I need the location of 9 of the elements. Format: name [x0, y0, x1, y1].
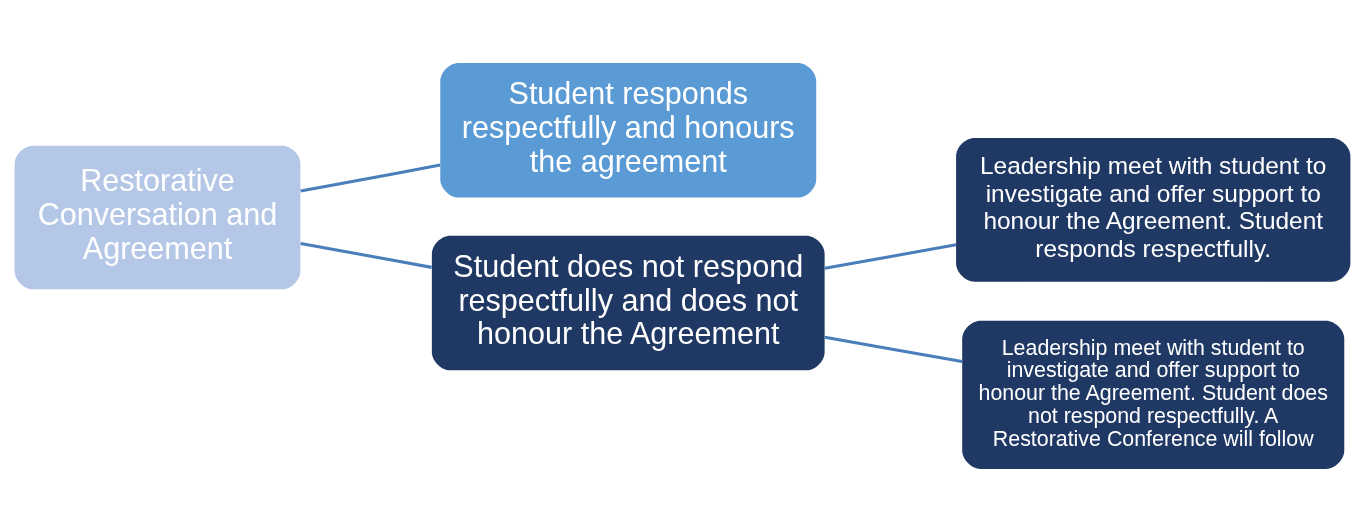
node-box: Student responds respectfully and honours the agreement — [440, 63, 817, 198]
node-box: Student does not respond respectfully and does not honour the Agreement — [431, 235, 825, 371]
node-box: Leadership meet with student to investigate and offer support to honour the Agreement. Student does not respond respectfully. A Restorative Conference will follow — [962, 320, 1345, 469]
connector — [824, 243, 957, 270]
connector — [300, 163, 441, 193]
node-box: Restorative Conversation and Agreement — [14, 145, 301, 290]
node-box: Leadership meet with student to investigate and offer support to honour the Agreement. Student responds respectfully. — [956, 138, 1351, 282]
connector — [824, 335, 963, 363]
connector — [300, 241, 432, 269]
